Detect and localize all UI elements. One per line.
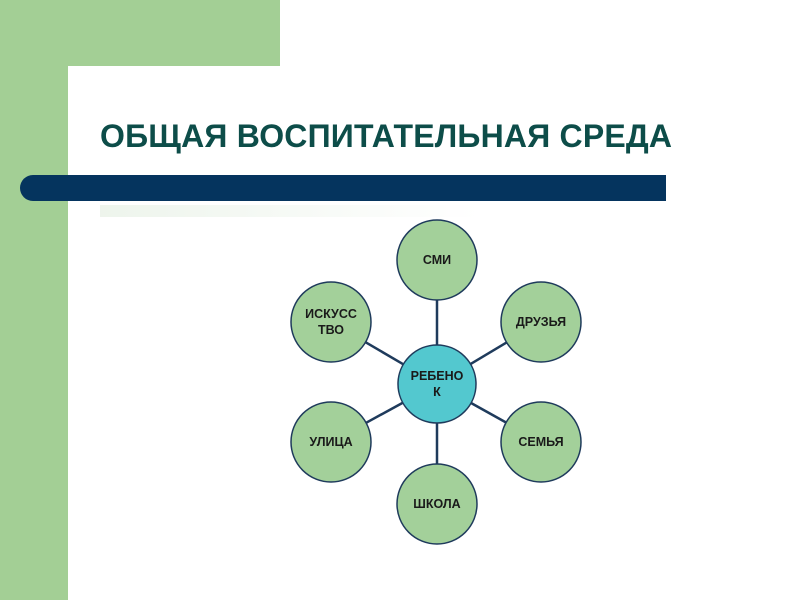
node-ulitsa-circle [290,401,372,483]
node-smi-label-line-1: СМИ [423,253,451,267]
node-iskusstvo-label-line-2: ТВО [318,323,344,337]
node-shkola: ШКОЛА [396,463,478,545]
node-smi: СМИ [396,219,478,301]
node-center: РЕБЕНО К [397,344,477,424]
node-shkola-label-line-1: ШКОЛА [413,497,460,511]
node-semya: СЕМЬЯ [500,401,582,483]
node-druzya-circle [500,281,582,363]
slide-title: ОБЩАЯ ВОСПИТАТЕЛЬНАЯ СРЕДА [100,118,673,154]
connector-ulitsa [365,401,404,424]
diagram-connectors [364,300,508,464]
decor-green-top-band [0,0,280,66]
node-ulitsa: УЛИЦА [290,401,372,483]
center-node-label-line-1: РЕБЕНО [411,369,464,383]
node-iskusstvo-label-line-1: ИСКУСС [305,307,357,321]
node-ulitsa-label-line-1: УЛИЦА [309,435,352,449]
connector-iskusstvo [364,341,404,366]
node-smi-circle [396,219,478,301]
connector-semya [470,401,507,424]
node-iskusstvo-circle [290,281,372,363]
title-underline-bar [20,175,666,201]
node-druzya: ДРУЗЬЯ [500,281,582,363]
connector-druzya [469,341,508,366]
node-shkola-circle [396,463,478,545]
node-iskusstvo: ИСКУСС ТВО [290,281,372,363]
decor-green-left-band [0,0,68,600]
node-center-circle [397,344,477,424]
node-druzya-label-line-1: ДРУЗЬЯ [516,315,566,329]
node-semya-circle [500,401,582,483]
node-semya-label-line-1: СЕМЬЯ [518,435,563,449]
diagram-nodes: СМИ ДРУЗЬЯ СЕМЬЯ ШКОЛА УЛИЦА ИСКУСС ТВО РЕБЕНО К [290,219,582,545]
decor-faint-line [100,205,480,217]
center-node-label-line-2: К [433,385,441,399]
